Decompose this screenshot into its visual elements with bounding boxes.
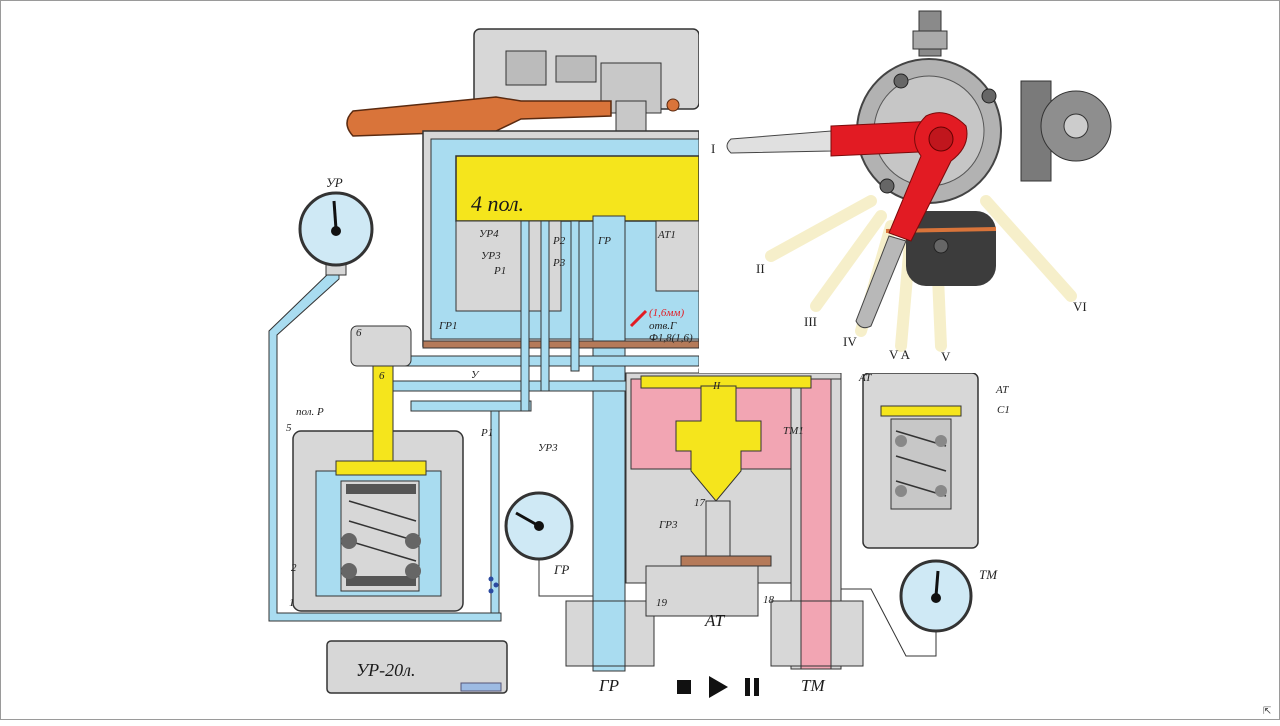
- orange-handle: [346, 96, 680, 137]
- gauge-gr: [504, 491, 593, 597]
- gauge-tm: [841, 559, 973, 657]
- number-5: 5: [286, 422, 292, 434]
- bottom-at-label: АТ: [704, 611, 726, 630]
- bottom-gr-label: ГР: [598, 676, 619, 695]
- resize-corner-icon[interactable]: ⇱: [1263, 706, 1272, 717]
- gauge-gr-label: ГР: [553, 562, 569, 577]
- number-17: 17: [694, 497, 706, 509]
- channel-u: У: [471, 369, 480, 381]
- pink-chamber: [625, 372, 864, 670]
- equalizing-valve: [292, 325, 464, 612]
- channel-at1: АТ1: [657, 229, 676, 241]
- valve-photo-inset: I II III IV V A V VI: [699, 1, 1112, 373]
- channel-s1: С1: [997, 404, 1010, 416]
- channel-r2: Р2: [552, 235, 566, 247]
- channel-r1-top: Р1: [493, 265, 506, 277]
- pause-icon: [745, 678, 759, 696]
- channel-ur4: УР4: [479, 228, 499, 240]
- channel-at-right: АТ: [995, 384, 1009, 396]
- hole-size-red: (1,6мм): [649, 307, 684, 319]
- stop-icon: [677, 680, 691, 694]
- position-I: I: [711, 141, 715, 156]
- play-icon: [709, 676, 728, 698]
- number-1: 1: [289, 597, 295, 609]
- position-VI: VI: [1073, 299, 1087, 314]
- channel-r3: Р3: [552, 257, 566, 269]
- channel-ii: II: [712, 380, 722, 392]
- channel-gr: ГР: [597, 235, 611, 247]
- hole-label: отв.Г: [649, 320, 677, 332]
- number-18: 18: [763, 594, 775, 606]
- play-button[interactable]: [707, 674, 729, 700]
- position-V: V: [941, 349, 951, 364]
- reservoir-label: УР-20л.: [356, 660, 415, 680]
- pause-button[interactable]: [741, 674, 763, 700]
- gauge-ur-label: УР: [326, 175, 343, 190]
- position-IV: IV: [843, 334, 857, 349]
- position-VA: V A: [889, 347, 911, 362]
- stop-button[interactable]: [673, 674, 695, 700]
- number-2: 2: [291, 562, 297, 574]
- bottom-tm-label: ТМ: [801, 676, 825, 695]
- playback-controls: [673, 671, 763, 703]
- label-pol-r: пол. Р: [296, 406, 324, 418]
- channel-gr3: ГР3: [658, 519, 678, 531]
- channel-at-small: АТ: [858, 372, 872, 384]
- gauge-tm-label: ТМ: [979, 567, 998, 582]
- channel-ur3-bottom: УР3: [538, 442, 558, 454]
- hole-label-2: Ф1,8(1,6): [649, 332, 693, 344]
- gauge-ur: [298, 191, 374, 276]
- number-19: 19: [656, 597, 668, 609]
- channel-r1-bottom: Р1: [480, 427, 493, 439]
- channel-tm1: ТМ1: [783, 425, 804, 437]
- position-label: 4 пол.: [471, 191, 524, 216]
- number-6b: 6: [379, 370, 385, 382]
- position-III: III: [804, 314, 817, 329]
- position-II: II: [756, 261, 765, 276]
- right-valve: [862, 372, 979, 549]
- channel-gr1: ГР1: [438, 320, 457, 332]
- channel-ur3-top: УР3: [481, 250, 501, 262]
- gr-channel: [592, 215, 626, 672]
- reservoir: [326, 640, 508, 694]
- number-6a: 6: [356, 327, 362, 339]
